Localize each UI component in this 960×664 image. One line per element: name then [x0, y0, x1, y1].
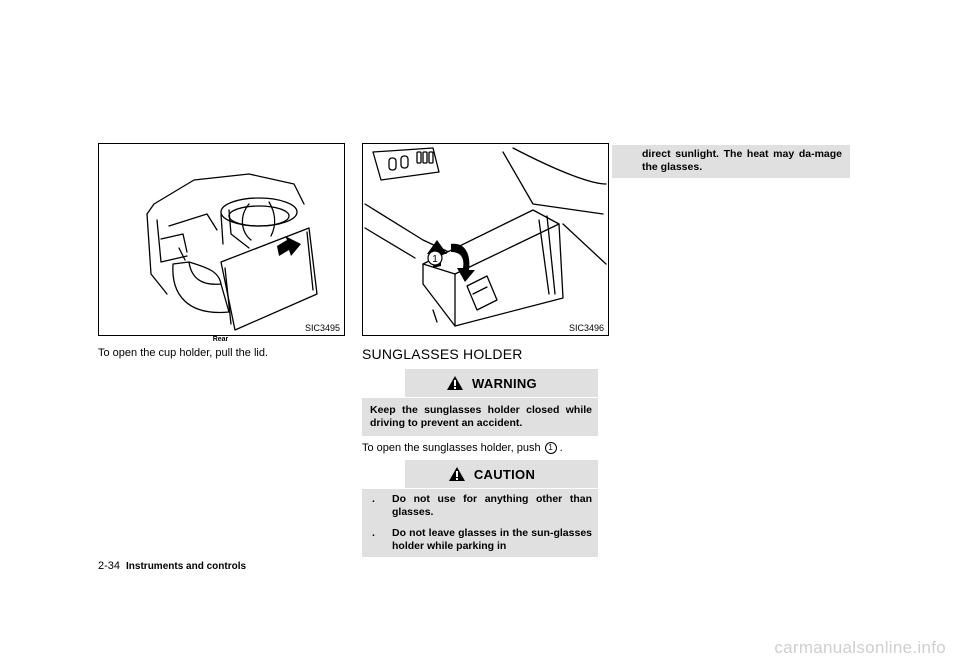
- page-number: 2-34: [98, 560, 121, 572]
- section-title: Instruments and controls: [126, 561, 247, 572]
- sunglasses-holder-figure: 1 SIC3496: [362, 143, 609, 336]
- page-footer: 2-34 Instruments and controls: [98, 560, 246, 572]
- cup-holder-figure: SIC3495: [98, 143, 345, 336]
- sunglasses-holder-illustration: 1: [364, 147, 607, 327]
- caution-title: CAUTION: [473, 466, 536, 482]
- caution-item-text: Do not leave glasses in the sun-glasses …: [392, 527, 592, 552]
- cup-holder-instruction: To open the cup holder, pull the lid.: [98, 347, 269, 359]
- warning-title: WARNING: [472, 375, 537, 391]
- caution-body: . Do not use for anything other than gla…: [362, 489, 598, 557]
- warning-body: Keep the sunglasses holder closed while …: [362, 398, 598, 436]
- caution-item-text: Do not use for anything other than glass…: [392, 493, 592, 518]
- figure-caption: Rear: [212, 336, 229, 343]
- warning-icon: [447, 376, 464, 390]
- instruction-prefix: To open the sunglasses holder, push: [362, 442, 541, 454]
- callout-number: 1: [432, 254, 438, 265]
- figure-code: SIC3495: [304, 323, 340, 333]
- section-heading: SUNGLASSES HOLDER: [362, 346, 523, 362]
- warning-header: WARNING: [405, 369, 598, 397]
- watermark: carmanualsonline.info: [774, 638, 946, 657]
- caution-header: CAUTION: [405, 460, 598, 488]
- callout-reference: 1: [544, 442, 557, 454]
- bullet-dot: .: [372, 493, 375, 505]
- bullet-dot: .: [372, 527, 375, 539]
- caution-continued-text: direct sunlight. The heat may da-mage th…: [642, 148, 842, 173]
- caution-icon: [448, 467, 465, 481]
- figure-code: SIC3496: [568, 323, 604, 333]
- instruction-suffix: .: [559, 442, 563, 454]
- cup-holder-illustration: [146, 173, 318, 331]
- warning-text: Keep the sunglasses holder closed while …: [370, 404, 592, 429]
- caution-continued: direct sunlight. The heat may da-mage th…: [612, 145, 850, 178]
